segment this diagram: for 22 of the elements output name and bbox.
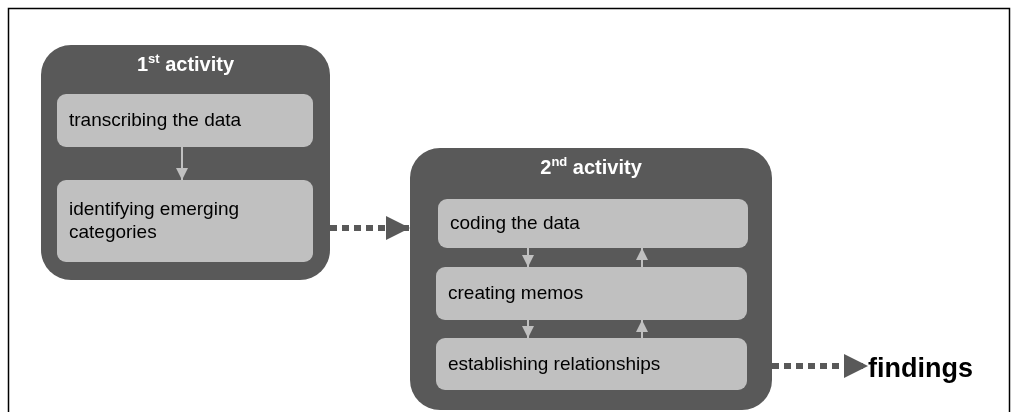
process-box <box>57 180 313 262</box>
process-box <box>438 199 748 248</box>
arrow <box>330 216 410 240</box>
step-label: transcribing the data <box>69 109 242 132</box>
step-label: coding the data <box>450 212 580 235</box>
arrow <box>772 354 868 378</box>
arrow <box>636 319 648 339</box>
step-label: establishing relationships <box>448 352 661 376</box>
activity-heading: 1$^{st}$ activity <box>135 51 236 76</box>
step-label: identifying emerging categories <box>69 198 241 244</box>
activity-heading: 2$^{nd}$ activity <box>539 154 643 179</box>
arrow <box>176 146 188 181</box>
arrow <box>636 247 648 268</box>
step-label: creating memos <box>448 282 584 305</box>
process-box <box>57 94 313 147</box>
findings-text: findings <box>868 352 973 384</box>
arrow <box>522 319 534 339</box>
arrow <box>522 247 534 268</box>
process-box <box>436 267 747 320</box>
activity-panel <box>41 45 330 280</box>
activity-panel <box>410 148 772 410</box>
process-box <box>436 338 747 390</box>
